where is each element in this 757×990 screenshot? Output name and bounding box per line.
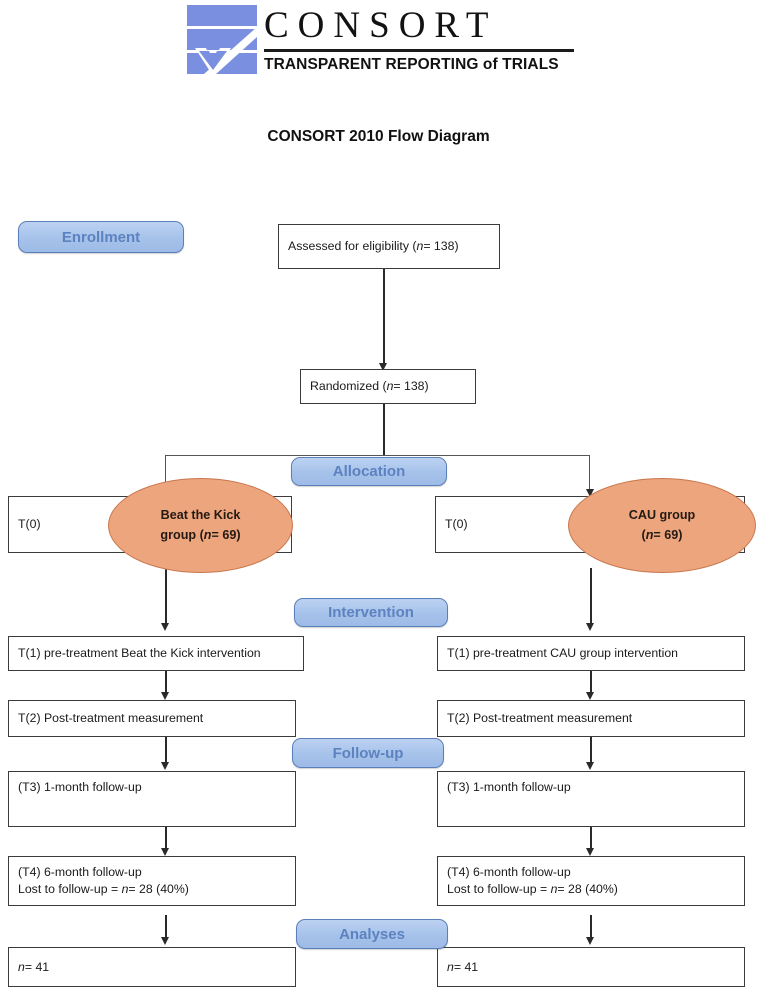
node-right-t3-text: (T3) 1-month follow-up xyxy=(447,780,571,794)
node-left-analysis: n= 41 xyxy=(8,947,296,987)
connector-left-alloc-to-intervention xyxy=(165,568,167,623)
arrowhead-left-t3 xyxy=(160,762,169,770)
left-group-line2: group (n= 69) xyxy=(160,527,241,542)
diagram-title: CONSORT 2010 Flow Diagram xyxy=(267,128,490,145)
right-group-line2: (n= 69) xyxy=(641,527,683,542)
arrowhead-left-intervention xyxy=(160,623,169,631)
node-right-post-treatment: T(2) Post-treatment measurement xyxy=(437,700,745,737)
stage-badge-followup: Follow-up xyxy=(292,738,444,768)
arrowhead-right-t3 xyxy=(585,762,594,770)
arrowhead-right-intervention xyxy=(585,623,594,631)
node-assessed-text: Assessed for eligibility (n= 138) xyxy=(288,239,459,254)
connector-right-alloc-to-intervention xyxy=(590,568,592,623)
arrowhead-left-t4 xyxy=(160,848,169,856)
connector-randomized-down xyxy=(383,404,385,455)
stage-badge-allocation: Allocation xyxy=(291,457,447,486)
connector-right-post-to-t3 xyxy=(590,737,592,762)
node-right-t3-followup: (T3) 1-month follow-up xyxy=(437,771,745,827)
right-group-line1: CAU group xyxy=(628,507,696,522)
node-randomized: Randomized (n= 138) xyxy=(300,369,476,404)
node-left-t4-followup: (T4) 6-month follow-up Lost to follow-up… xyxy=(8,856,296,906)
consort-logo: CONSORT TRANSPARENT REPORTING of TRIALS xyxy=(186,4,576,80)
node-right-analysis-text: n= 41 xyxy=(447,959,479,974)
arrowhead-allocation-right xyxy=(585,489,594,497)
node-randomized-text: Randomized (n= 138) xyxy=(310,379,429,394)
node-right-allocation-group: CAU group (n= 69) xyxy=(568,478,756,573)
connector-right-intervention-to-post xyxy=(590,671,592,692)
arrowhead-right-post xyxy=(585,692,594,700)
arrowhead-to-randomized xyxy=(378,363,387,371)
node-right-baseline-text: T(0) xyxy=(445,517,468,532)
consort-logo-mark xyxy=(187,5,257,76)
consort-logo-text: CONSORT TRANSPARENT REPORTING of TRIALS xyxy=(264,4,576,76)
node-right-t4-line2: Lost to follow-up = n= 28 (40%) xyxy=(447,882,618,896)
left-group-line1: Beat the Kick xyxy=(160,507,241,522)
node-left-t4-line2: Lost to follow-up = n= 28 (40%) xyxy=(18,882,189,896)
arrowhead-right-analysis xyxy=(585,937,594,945)
node-assessed-for-eligibility: Assessed for eligibility (n= 138) xyxy=(278,224,500,269)
node-right-t4-followup: (T4) 6-month follow-up Lost to follow-up… xyxy=(437,856,745,906)
connector-right-t4-to-analysis xyxy=(590,915,592,937)
node-left-post-treatment: T(2) Post-treatment measurement xyxy=(8,700,296,737)
stage-badge-analyses: Analyses xyxy=(296,919,448,949)
node-left-t3-followup: (T3) 1-month follow-up xyxy=(8,771,296,827)
node-right-analysis: n= 41 xyxy=(437,947,745,987)
node-right-t4-line1: (T4) 6-month follow-up xyxy=(447,865,571,880)
node-left-analysis-text: n= 41 xyxy=(18,959,50,974)
node-left-baseline-text: T(0) xyxy=(18,517,41,532)
stage-badge-intervention: Intervention xyxy=(294,598,448,627)
arrowhead-right-t4 xyxy=(585,848,594,856)
node-left-t3-text: (T3) 1-month follow-up xyxy=(18,780,142,794)
arrowhead-left-analysis xyxy=(160,937,169,945)
connector-left-t3-to-t4 xyxy=(165,827,167,848)
node-right-intervention: T(1) pre-treatment CAU group interventio… xyxy=(437,636,745,671)
consort-wordmark: CONSORT xyxy=(264,5,498,46)
node-left-intervention: T(1) pre-treatment Beat the Kick interve… xyxy=(8,636,304,671)
connector-left-post-to-t3 xyxy=(165,737,167,762)
node-left-allocation-group: Beat the Kick group (n= 69) xyxy=(108,478,293,573)
connector-allocation-split-bracket xyxy=(165,455,590,491)
connector-assessed-to-randomized xyxy=(383,269,385,363)
connector-right-t3-to-t4 xyxy=(590,827,592,848)
node-left-post-text: T(2) Post-treatment measurement xyxy=(18,711,204,726)
arrowhead-left-post xyxy=(160,692,169,700)
stage-badge-enrollment: Enrollment xyxy=(18,221,184,253)
node-left-intervention-text: T(1) pre-treatment Beat the Kick interve… xyxy=(18,646,261,661)
node-left-t4-line1: (T4) 6-month follow-up xyxy=(18,865,142,880)
consort-tagline: TRANSPARENT REPORTING of TRIALS xyxy=(264,56,559,73)
node-right-post-text: T(2) Post-treatment measurement xyxy=(447,711,633,726)
connector-left-intervention-to-post xyxy=(165,671,167,692)
logo-divider-rule xyxy=(264,49,574,52)
node-right-intervention-text: T(1) pre-treatment CAU group interventio… xyxy=(447,646,679,661)
connector-left-t4-to-analysis xyxy=(165,915,167,937)
